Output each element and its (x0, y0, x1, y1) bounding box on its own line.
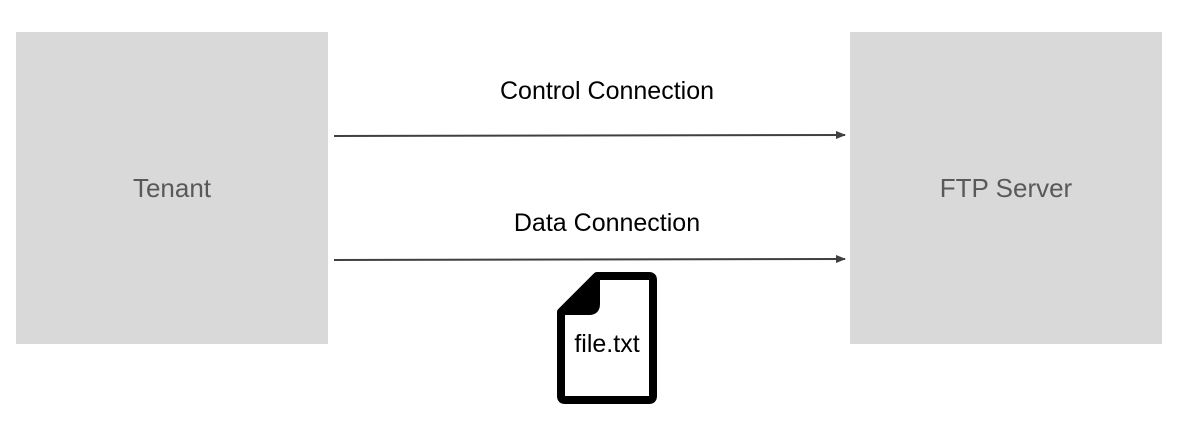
control-connection-label: Control Connection (499, 77, 715, 105)
ftp-server-label: FTP Server (939, 172, 1073, 203)
document-icon (557, 272, 657, 404)
tenant-box: Tenant (16, 32, 328, 344)
data-connection-label: Data Connection (513, 209, 701, 237)
ftp-server-box: FTP Server (850, 32, 1162, 344)
tenant-label: Tenant (132, 172, 212, 203)
control-connection-arrow (333, 131, 846, 140)
data-connection-arrow (333, 255, 846, 264)
file-name-label: file.txt (574, 330, 640, 358)
